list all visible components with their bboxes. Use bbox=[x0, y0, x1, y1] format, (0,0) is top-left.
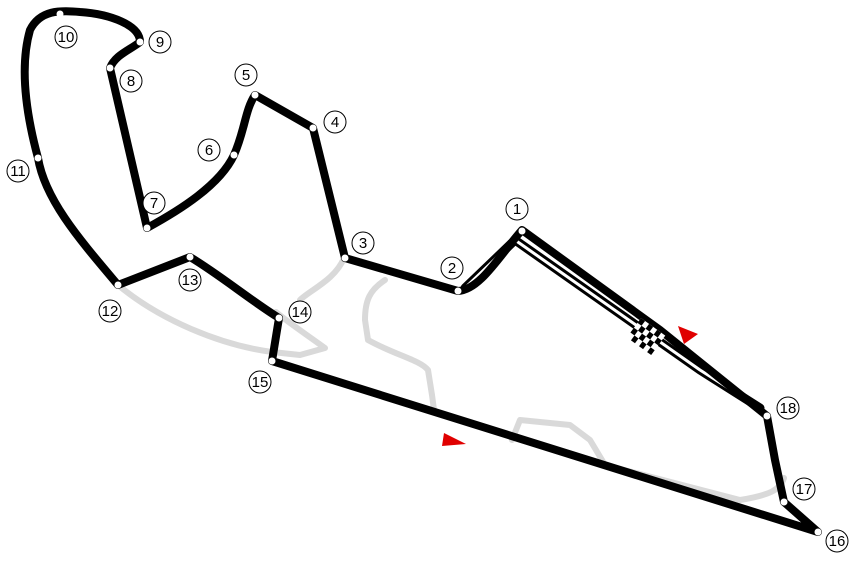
turn-label-4: 4 bbox=[323, 110, 347, 134]
svg-text:15: 15 bbox=[252, 374, 269, 391]
turn-dot bbox=[518, 227, 526, 235]
turn-dots bbox=[34, 10, 822, 536]
svg-text:8: 8 bbox=[127, 73, 135, 90]
turn-dot bbox=[454, 287, 462, 295]
svg-text:13: 13 bbox=[182, 272, 199, 289]
turn-dot bbox=[763, 412, 771, 420]
turn-label-8: 8 bbox=[119, 69, 143, 93]
turn-dot bbox=[275, 314, 283, 322]
pit-lane bbox=[460, 235, 765, 413]
svg-text:18: 18 bbox=[780, 400, 797, 417]
svg-text:7: 7 bbox=[150, 195, 158, 212]
turn-dot bbox=[230, 151, 238, 159]
svg-text:2: 2 bbox=[448, 260, 456, 277]
turn-dot bbox=[143, 224, 151, 232]
pit-lane-outline bbox=[460, 235, 765, 413]
turn-label-6: 6 bbox=[197, 138, 221, 162]
turn-label-16: 16 bbox=[825, 529, 849, 553]
unused-track-infield-loop bbox=[115, 282, 328, 358]
svg-text:1: 1 bbox=[513, 201, 521, 218]
svg-text:14: 14 bbox=[292, 304, 309, 321]
turn-label-5: 5 bbox=[234, 63, 258, 87]
turn-label-9: 9 bbox=[148, 30, 172, 54]
svg-text:9: 9 bbox=[156, 34, 164, 51]
turn-dot bbox=[34, 154, 42, 162]
turn-dot bbox=[341, 254, 349, 262]
turn-dot bbox=[56, 10, 64, 18]
turn-dot bbox=[251, 91, 259, 99]
turn-label-10: 10 bbox=[54, 25, 78, 49]
turn-label-12: 12 bbox=[98, 299, 122, 323]
svg-text:3: 3 bbox=[359, 235, 367, 252]
svg-text:11: 11 bbox=[10, 163, 26, 180]
turn-labels: 1 2 3 4 5 6 7 8 bbox=[6, 25, 849, 553]
svg-text:5: 5 bbox=[242, 67, 250, 84]
turn-dot bbox=[106, 64, 114, 72]
unused-track-sections bbox=[115, 255, 787, 503]
main-track bbox=[20, 7, 822, 536]
turn-label-14: 14 bbox=[288, 300, 312, 324]
svg-text:12: 12 bbox=[102, 303, 119, 320]
turn-dot bbox=[780, 498, 788, 506]
turn-dot bbox=[114, 281, 122, 289]
turn-label-13: 13 bbox=[178, 268, 202, 292]
direction-arrow bbox=[442, 433, 466, 446]
turn-label-11: 11 bbox=[6, 159, 30, 183]
svg-text:10: 10 bbox=[58, 29, 75, 46]
unused-track-lower-section bbox=[509, 417, 787, 503]
turn-dot bbox=[814, 528, 822, 536]
svg-text:4: 4 bbox=[331, 114, 339, 131]
turn-label-1: 1 bbox=[505, 197, 529, 221]
direction-arrow bbox=[678, 326, 698, 344]
svg-text:16: 16 bbox=[829, 533, 846, 550]
turn-label-7: 7 bbox=[142, 191, 166, 215]
turn-label-15: 15 bbox=[248, 370, 272, 394]
turn-dot bbox=[309, 124, 317, 132]
turn-dot bbox=[136, 38, 144, 46]
turn-label-2: 2 bbox=[440, 256, 464, 280]
turn-label-3: 3 bbox=[351, 231, 375, 255]
turn-label-17: 17 bbox=[792, 477, 816, 501]
turn-label-18: 18 bbox=[776, 396, 800, 420]
chequered-flag-marker bbox=[626, 318, 666, 356]
svg-text:17: 17 bbox=[796, 481, 813, 498]
turn-dot bbox=[186, 253, 194, 261]
unused-track-inner-section bbox=[362, 277, 437, 413]
turn-dot bbox=[268, 357, 276, 365]
unused-track-link-3 bbox=[297, 255, 347, 303]
svg-text:6: 6 bbox=[205, 142, 213, 159]
